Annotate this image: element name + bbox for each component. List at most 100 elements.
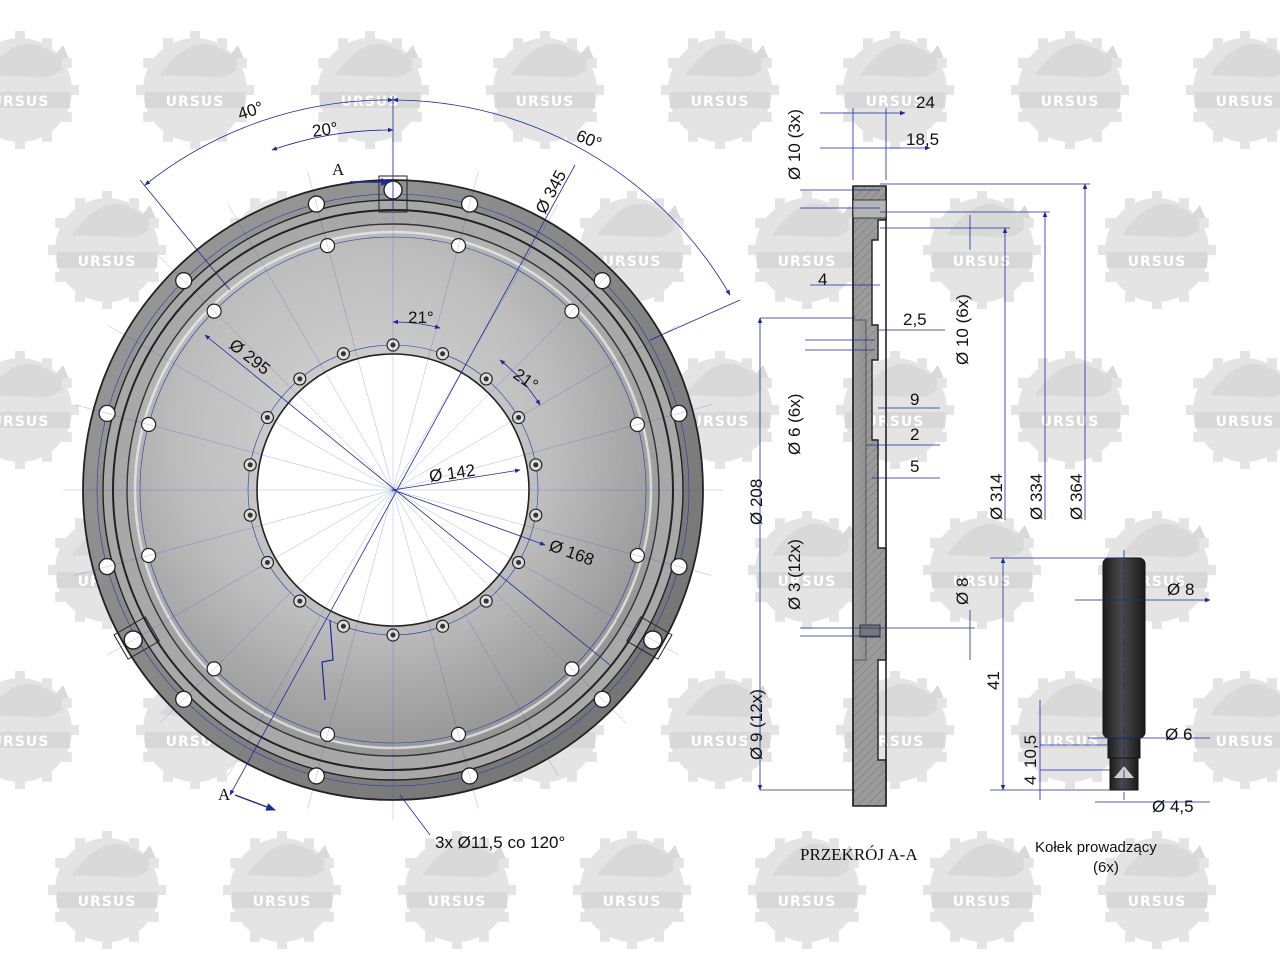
watermark-text: URSUS: [778, 574, 837, 590]
ursus-watermark: URSUS: [1011, 351, 1129, 469]
sec-dim-d364: Ø 364: [1067, 474, 1086, 520]
ursus-watermark: URSUS: [48, 191, 166, 309]
inner-hole-core: [483, 376, 489, 382]
watermark-text: URSUS: [1216, 734, 1275, 750]
sec-dim-2: 2: [910, 425, 919, 444]
watermark-text: URSUS: [0, 414, 49, 430]
inner-hole-core: [440, 351, 446, 357]
watermark-text: URSUS: [1041, 94, 1100, 110]
inner-hole-core: [340, 623, 346, 629]
ursus-watermark: URSUS: [0, 671, 79, 789]
watermark-text: URSUS: [866, 734, 925, 750]
ursus-watermark: URSUS: [1011, 671, 1129, 789]
section-bore-face: [852, 319, 867, 661]
ursus-watermark: URSUS: [661, 671, 779, 789]
inner-hole-core: [297, 598, 303, 604]
watermark-text: URSUS: [691, 94, 750, 110]
ursus-watermark: URSUS: [223, 831, 341, 949]
sec-dim-d334: Ø 334: [1027, 474, 1046, 520]
ursus-watermark: URSUS: [923, 191, 1041, 309]
ursus-watermark: URSUS: [1098, 831, 1216, 949]
inner-hole-core: [247, 512, 253, 518]
angle-arc-60: [392, 97, 731, 296]
inner-hole-core: [440, 623, 446, 629]
sec-dim-d208: Ø 208: [747, 479, 766, 525]
pin-dim-d6: Ø 6: [1165, 725, 1192, 744]
ursus-watermark: URSUS: [1011, 31, 1129, 149]
inner-hole-core: [483, 598, 489, 604]
ursus-watermark: URSUS: [661, 31, 779, 149]
watermark-text: URSUS: [953, 894, 1012, 910]
watermark-text: URSUS: [0, 734, 49, 750]
ursus-watermark: URSUS: [1098, 191, 1216, 309]
watermark-text: URSUS: [691, 734, 750, 750]
watermark-text: URSUS: [1216, 94, 1275, 110]
watermark-text: URSUS: [603, 894, 662, 910]
angle-arc-21a: [392, 319, 441, 329]
ursus-watermark: URSUS: [748, 191, 866, 309]
inner-hole-core: [340, 351, 346, 357]
pin-bore: [859, 624, 881, 638]
pin-dim-41: 41: [984, 671, 1003, 690]
angle-label-20: 20°: [311, 119, 339, 141]
angle-arc-40: [144, 97, 394, 186]
sec-dim-24: 24: [916, 93, 935, 112]
angle-arc-21b: [499, 359, 541, 406]
sec-dim-5: 5: [910, 457, 919, 476]
ursus-watermark: URSUS: [1186, 671, 1280, 789]
section-caption: PRZEKRÓJ A-A: [800, 845, 918, 864]
sec-dim-9: 9: [910, 390, 919, 409]
top-hole: [852, 199, 887, 219]
pin-dim-d4-5: Ø 4,5: [1152, 797, 1194, 816]
dia-295-leader: [204, 334, 611, 666]
pin-dim-4: 4: [1021, 776, 1040, 785]
inner-hole-core: [533, 512, 539, 518]
pin-view: Ø 8 41 10,5 4 Ø 6 Ø 4,5 Kołek prowadzący…: [984, 550, 1211, 876]
section-view: 24 18,5 Ø 10 (3x) 4 Ø 6 (6x) Ø 208 Ø 3 (…: [747, 93, 1090, 864]
ursus-watermark: URSUS: [748, 511, 866, 629]
sec-dim-d3-12x: Ø 3 (12x): [785, 539, 804, 610]
sec-dim-d10-6x: Ø 10 (6x): [953, 294, 972, 365]
dia-label-345: Ø 345: [532, 167, 571, 217]
inner-hole-core: [247, 462, 253, 468]
dia-345-leader: [229, 164, 576, 796]
watermark-text: URSUS: [953, 574, 1012, 590]
watermark-text: URSUS: [953, 254, 1012, 270]
section-label-top: A: [332, 160, 345, 179]
watermark-text: URSUS: [1041, 414, 1100, 430]
ursus-watermark: URSUS: [398, 831, 516, 949]
pin-dim-10-5: 10,5: [1021, 735, 1040, 768]
ursus-watermark: URSUS: [836, 31, 954, 149]
watermark-text: URSUS: [166, 94, 225, 110]
ursus-watermark: URSUS: [0, 31, 79, 149]
watermark-text: URSUS: [1128, 894, 1187, 910]
ursus-watermark: URSUS: [923, 511, 1041, 629]
watermark-text: URSUS: [691, 414, 750, 430]
watermark-text: URSUS: [778, 894, 837, 910]
pin-caption: Kołek prowadzący: [1035, 839, 1157, 856]
dia-168-leader: [392, 489, 546, 546]
watermark-text: URSUS: [1041, 734, 1100, 750]
ursus-watermark: URSUS: [48, 831, 166, 949]
center-rays: [63, 160, 723, 820]
sec-dim-2-5: 2,5: [903, 310, 927, 329]
sec-dim-d8: Ø 8: [953, 578, 972, 605]
sec-dim-4: 4: [818, 270, 827, 289]
dia-142-leader: [392, 468, 521, 491]
watermark-text: URSUS: [1216, 414, 1275, 430]
sec-dim-d6-6x: Ø 6 (6x): [785, 394, 804, 455]
ursus-watermark: URSUS: [1186, 351, 1280, 469]
pin-caption-qty: (6x): [1093, 859, 1119, 876]
ursus-watermark: URSUS: [573, 831, 691, 949]
angle-arc-20: [271, 127, 394, 151]
watermark-text: URSUS: [78, 254, 137, 270]
front-view: 40° 20° 60° 21° 21° Ø 345 Ø 295 Ø 142 Ø …: [63, 96, 741, 852]
watermark-text: URSUS: [603, 254, 662, 270]
angle-label-60: 60°: [574, 126, 605, 153]
watermark-text: URSUS: [78, 894, 137, 910]
section-break-line: [321, 619, 334, 701]
inner-hole-core: [297, 376, 303, 382]
ursus-watermark: URSUS: [1186, 31, 1280, 149]
watermark-text: URSUS: [1128, 254, 1187, 270]
ursus-watermark: URSUS: [0, 351, 79, 469]
